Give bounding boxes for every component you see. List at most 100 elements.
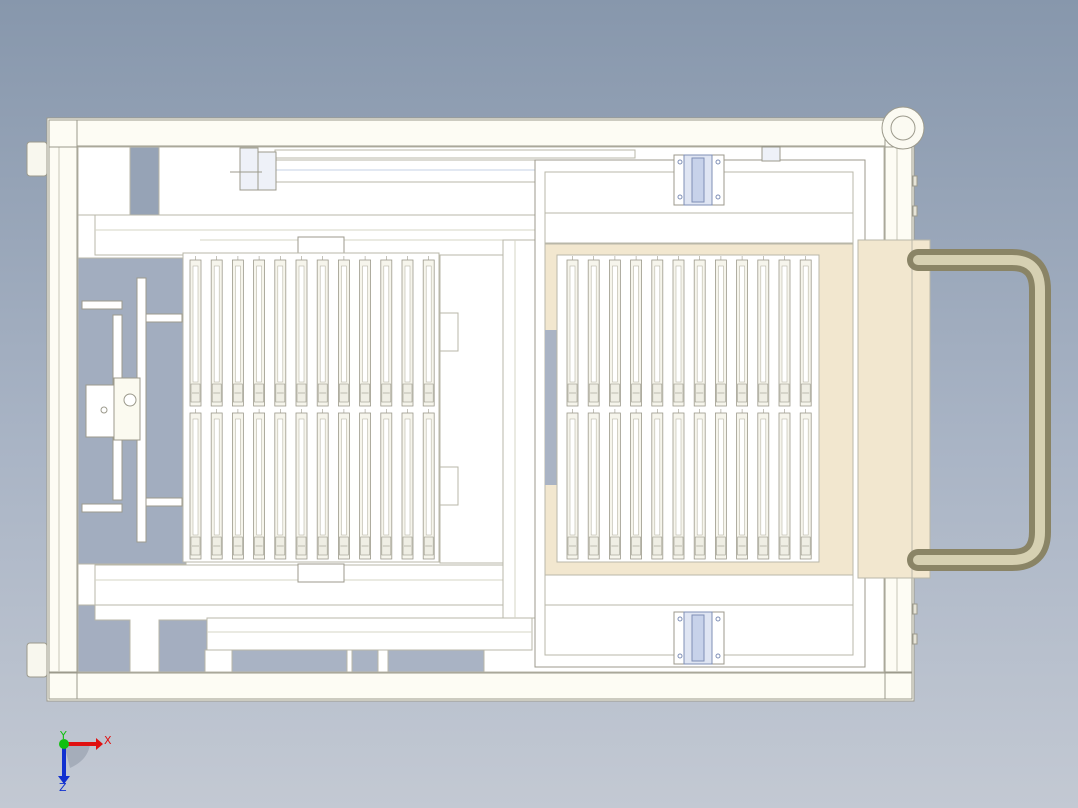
left-tray-slot [337, 409, 350, 560]
right-tray-slot [566, 256, 579, 407]
right-mark-3 [912, 603, 918, 615]
right-tray [556, 254, 820, 563]
left-tray-slot [380, 409, 393, 560]
left-tray-slot [295, 409, 308, 560]
handle [907, 239, 1051, 579]
cylinder-body [269, 159, 541, 183]
top-guide-block [673, 154, 725, 206]
right-tray-slot [651, 409, 664, 560]
foot-bottom-left [26, 642, 48, 678]
cylinder-mount [239, 147, 259, 191]
left-tray-slot [189, 256, 202, 407]
bottom-opening-2 [351, 649, 379, 673]
left-tray-slot [359, 409, 372, 560]
left-tray-slot [401, 409, 414, 560]
right-tray-slot [693, 256, 706, 407]
right-tray-slot [609, 256, 621, 407]
left-tray-slot [401, 256, 414, 407]
carriage-lower-beam [544, 574, 854, 606]
right-tray-slot [672, 409, 685, 560]
left-tray-slot [210, 409, 223, 560]
left-tray-slot [316, 409, 329, 560]
interior [77, 146, 931, 673]
clamp-body [113, 377, 141, 441]
left-tray-slot [231, 256, 244, 407]
handle-bar-highlight [913, 255, 1045, 565]
right-tray-window-1 [545, 330, 557, 485]
corner-tl [48, 119, 78, 148]
left-tray-slot [316, 256, 329, 407]
z-axis-arrowhead [58, 776, 70, 784]
right-tray-slot [630, 409, 642, 560]
right-tray-slot [715, 409, 727, 560]
z-axis-label: Z [59, 781, 67, 794]
right-mark-2 [912, 205, 918, 217]
bottom-left-opening [77, 604, 208, 673]
right-tray-slot [693, 409, 706, 560]
bottom-guide-block [673, 611, 725, 665]
lower-bar [94, 564, 536, 606]
left-tray-slot [231, 409, 244, 560]
bottom-opening-3 [387, 649, 485, 673]
bracket-arm-4 [145, 497, 183, 507]
right-tray-slot [672, 256, 685, 407]
left-tray-slot [274, 256, 287, 407]
right-tray-slot [587, 256, 600, 407]
clamp-knob [123, 393, 137, 407]
right-tray-slot [630, 256, 642, 407]
left-tray-slot [422, 256, 435, 407]
left-tray-slot [189, 409, 202, 560]
right-tray-slot [609, 409, 621, 560]
handle-bar [907, 249, 1051, 571]
triad-shadow [64, 744, 90, 768]
right-tray-slot [736, 409, 748, 560]
right-tray-slot [778, 409, 791, 560]
center-plate [439, 254, 504, 564]
left-tray [182, 252, 440, 563]
right-tray-slot [566, 409, 579, 560]
x-axis-label: X [104, 734, 112, 747]
clamp-pin [100, 406, 108, 414]
bracket-arm-3 [81, 503, 123, 513]
y-axis-marker [59, 739, 69, 749]
bracket-arm-1 [81, 300, 123, 310]
left-tray-slot [253, 256, 266, 407]
center-notch-1 [439, 312, 459, 352]
cylinder-rod [274, 149, 636, 159]
right-tray-slot [778, 256, 791, 407]
corner-br [884, 672, 913, 700]
carriage-clip [761, 146, 781, 162]
left-tray-slot [253, 409, 266, 560]
right-tray-slot [587, 409, 600, 560]
right-tray-slot [736, 256, 748, 407]
x-axis-arrowhead [96, 738, 103, 750]
left-rail [48, 146, 78, 673]
right-tray-slot [757, 409, 770, 560]
foot-top-left [26, 141, 48, 177]
left-tray-slots [189, 256, 435, 560]
corner-bl [48, 672, 78, 700]
center-rail [502, 239, 536, 619]
right-tray-slot [715, 256, 727, 407]
bottom-opening-1 [231, 649, 348, 673]
bottom-rail [76, 672, 886, 700]
y-axis-label: Y [59, 729, 67, 742]
right-tray-slot [799, 409, 812, 560]
left-tray-slot [337, 256, 350, 407]
left-tray-slot [422, 409, 435, 560]
caster-hub [890, 115, 916, 141]
cylinder-end [257, 151, 277, 191]
left-tray-slot [210, 256, 223, 407]
left-tray-slot [380, 256, 393, 407]
handle-mount [911, 239, 931, 579]
center-notch-2 [439, 466, 459, 506]
right-mark-1 [912, 175, 918, 187]
left-tray-slot [295, 256, 308, 407]
right-tray-slot [651, 256, 664, 407]
axis-triad: X Y Z [58, 729, 112, 794]
right-mark-4 [912, 633, 918, 645]
bracket-arm-2 [145, 313, 183, 323]
right-tray-slot [799, 256, 812, 407]
